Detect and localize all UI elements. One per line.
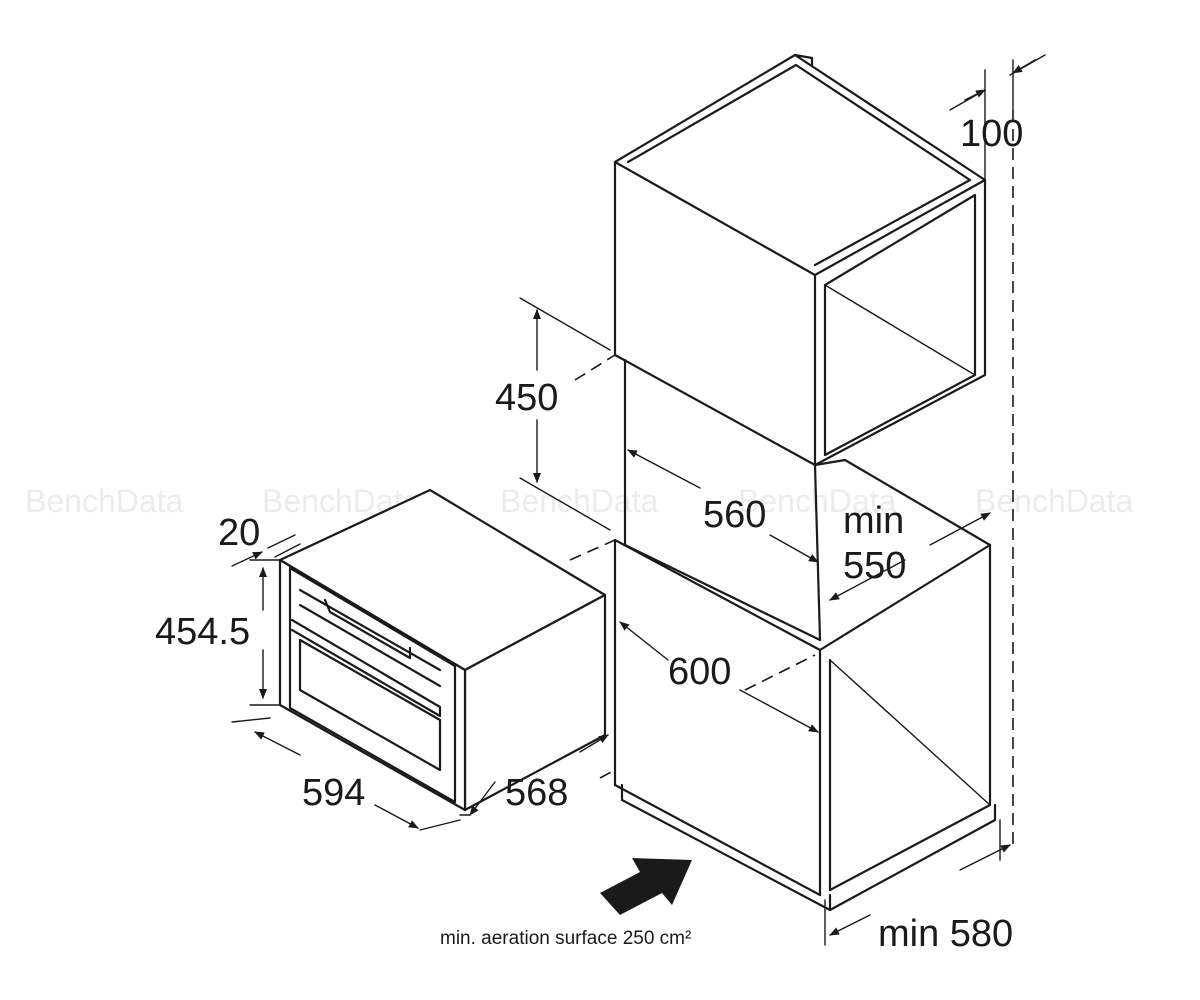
dimension-label-front-offset: 20 [218,512,260,554]
dimension-label-top-gap: 100 [960,113,1023,155]
watermark-group: BenchData BenchData BenchData BenchData … [25,483,1134,519]
dimension-label-appliance-depth: 568 [505,772,568,814]
dimension-label-min-depth-line2: 550 [843,545,906,587]
watermark-text: BenchData [500,483,659,519]
aeration-note: min. aeration surface 250 cm² [440,928,691,949]
compact-oven [278,488,607,812]
dimension-label-appliance-height: 454.5 [155,611,250,653]
watermark-text: BenchData [25,483,184,519]
aeration-arrow-icon [600,858,692,915]
dimension-label-min-depth-line1: min [843,500,904,542]
dimension-lines [231,54,1046,946]
dimension-label-appliance-width: 594 [302,772,365,814]
dimension-label-min-cabinet-depth: min 580 [878,913,1013,955]
dimension-labels: 100 450 560 min 550 600 20 454.5 594 568… [155,113,1023,955]
dimension-label-niche-width: 560 [703,494,766,536]
watermark-text: BenchData [975,483,1134,519]
dimension-label-niche-height: 450 [495,377,558,419]
dimension-label-cabinet-width: 600 [668,651,731,693]
tall-cabinet [613,53,997,912]
